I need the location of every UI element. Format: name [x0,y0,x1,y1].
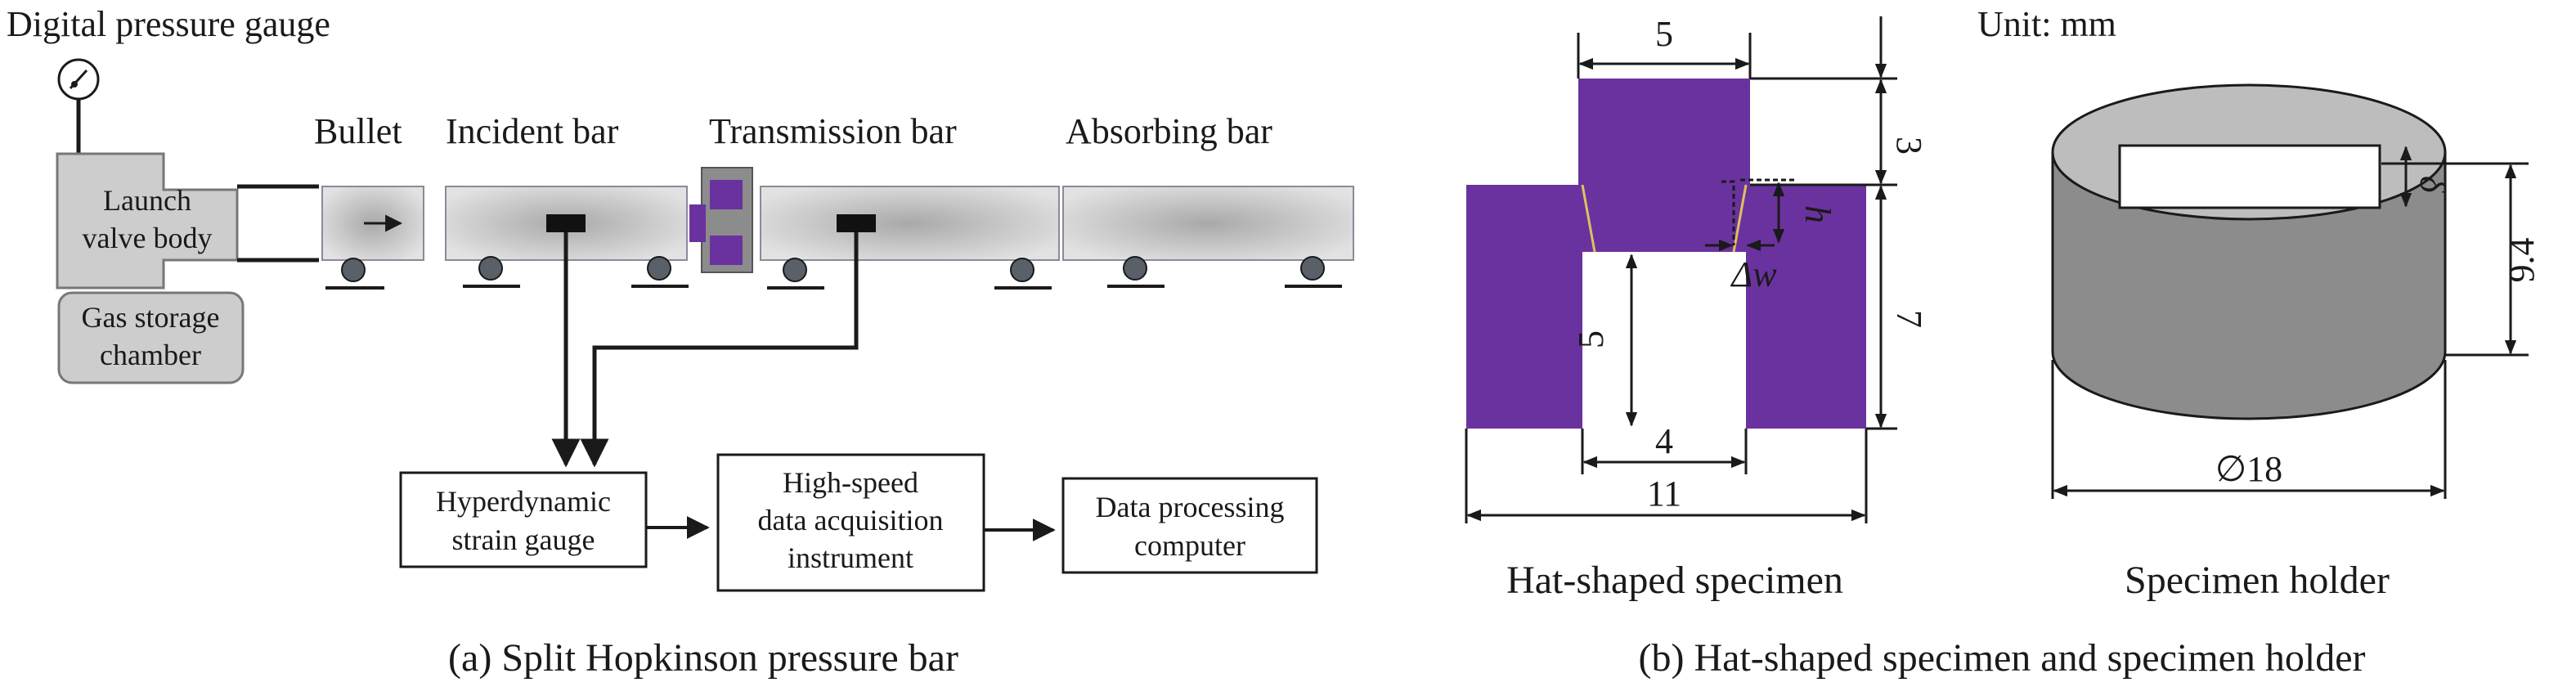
caption-a: (a) Split Hopkinson pressure bar [448,636,958,680]
dim-holder-diameter: ∅18 [2215,449,2282,489]
launch-valve-body: Launch valve body [56,152,239,290]
shpb-panel: Digital pressure gauge Launch valve body… [7,4,1354,680]
dim-delta-w: Δw [1730,254,1777,294]
computer-line2: computer [1134,529,1245,562]
strain-gauge-box: Hyperdynamic strain gauge [399,471,648,568]
pressure-gauge-title: Digital pressure gauge [7,4,330,44]
transmission-bar [760,186,1060,261]
incident-strain-gauge [546,214,586,232]
specimen-panel: 5 3 7 5 4 11 h Δw Unit: mm Hat-shaped sp… [1465,4,2116,602]
specimen-label: Hat-shaped specimen [1506,559,1843,602]
dim-total-width: 11 [1647,474,1681,514]
specimen-dimension-lines [1465,16,1897,523]
dim-top-height: 3 [1889,137,1929,155]
acquisition-line2: data acquisition [758,504,944,537]
strain-gauge-line2: strain gauge [452,523,595,556]
launch-barrel [237,184,319,263]
transmission-strain-gauge [837,214,876,232]
acquisition-box: High-speed data acquisition instrument [716,453,985,592]
holder-label: Specimen holder [2125,559,2390,602]
dim-inner-width: 4 [1655,421,1673,461]
shear-zone-lines [1581,184,1748,253]
holder-slot [2118,144,2381,209]
specimen-holder [2051,83,2447,420]
strain-gauge-line1: Hyperdynamic [436,485,611,518]
dim-holder-height: 9.4 [2502,238,2542,283]
transmission-bar-label: Transmission bar [709,111,957,151]
dim-h: h [1797,205,1838,223]
absorbing-bar-label: Absorbing bar [1066,111,1272,151]
dim-bottom-height: 7 [1889,310,1929,328]
bar-supports [325,256,1342,290]
hat-specimen [1466,79,1866,429]
acquisition-line3: instrument [788,541,913,574]
gas-chamber-line2: chamber [100,339,201,371]
dim-inner-height: 5 [1571,330,1611,348]
caption-b: (b) Hat-shaped specimen and specimen hol… [1638,636,2365,680]
unit-label: Unit: mm [1977,4,2116,44]
bar-specimen-assembly [689,167,753,273]
gas-storage-chamber: Gas storage chamber [57,291,245,384]
signal-wires [551,232,859,468]
incident-bar-label: Incident bar [446,111,619,151]
dim-top-width: 5 [1655,14,1673,54]
dim-delta: δ [2412,176,2453,194]
bullet [321,186,424,261]
launch-valve-line2: valve body [83,222,213,254]
holder-dimension-lines [2051,146,2529,499]
gas-chamber-line1: Gas storage [82,301,220,334]
acquisition-line1: High-speed [783,466,918,499]
computer-box: Data processing computer [1061,477,1318,574]
computer-line1: Data processing [1096,491,1285,523]
bullet-label: Bullet [314,111,402,151]
launch-valve-line1: Launch [103,184,191,217]
holder-panel: δ 9.4 ∅18 Specimen holder (b) Hat-shaped… [1638,83,2542,680]
absorbing-bar [1062,186,1354,261]
